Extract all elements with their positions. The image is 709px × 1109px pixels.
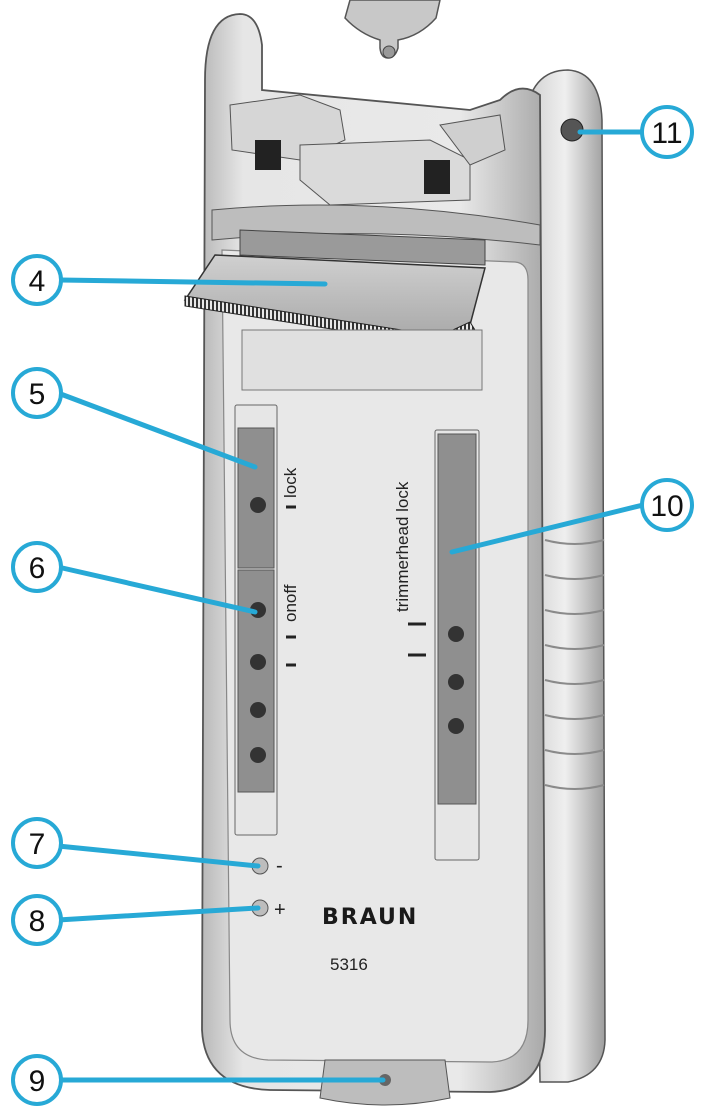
left-switch-track bbox=[234, 404, 296, 836]
trimmer-mechanism bbox=[211, 94, 541, 246]
svg-text:8: 8 bbox=[29, 905, 46, 938]
switch-dot bbox=[448, 626, 464, 642]
callout-8: 8 bbox=[11, 894, 63, 946]
callout-6: 6 bbox=[11, 541, 63, 593]
switch-dot bbox=[448, 674, 464, 690]
svg-text:9: 9 bbox=[29, 1065, 46, 1098]
callout-9: 9 bbox=[11, 1054, 63, 1106]
callout-7: 7 bbox=[11, 817, 63, 869]
callout-5: 5 bbox=[11, 367, 63, 419]
bottom-socket bbox=[319, 1059, 451, 1106]
right-switch-track bbox=[408, 429, 480, 861]
cutter-head-top bbox=[344, 0, 441, 59]
callout-4: 4 bbox=[11, 254, 63, 306]
svg-text:5: 5 bbox=[29, 378, 46, 411]
callout-lines bbox=[55, 129, 646, 1083]
switch-dot bbox=[250, 497, 266, 513]
svg-text:6: 6 bbox=[29, 552, 46, 585]
svg-text:7: 7 bbox=[29, 828, 46, 861]
side-grip bbox=[524, 69, 606, 1083]
brand-logo: BRAUN bbox=[322, 905, 418, 930]
svg-text:4: 4 bbox=[29, 265, 46, 298]
lock-label: lock bbox=[281, 467, 300, 498]
svg-text:11: 11 bbox=[651, 117, 682, 150]
model-number: 5316 bbox=[330, 955, 368, 974]
switch-dot bbox=[250, 702, 266, 718]
trimmerhead-lock-label: trimmerhead lock bbox=[393, 481, 412, 612]
switch-dot bbox=[250, 747, 266, 763]
callout-11: 11 bbox=[640, 105, 694, 159]
callout-10: 10 bbox=[640, 478, 694, 532]
onoff-label: onoff bbox=[281, 584, 300, 622]
switch-dot bbox=[250, 654, 266, 670]
switch-dot bbox=[448, 718, 464, 734]
plus-sign: + bbox=[274, 899, 286, 921]
minus-sign: - bbox=[276, 855, 283, 877]
svg-text:10: 10 bbox=[650, 490, 683, 523]
foil-frame bbox=[183, 229, 486, 391]
trimmerhead-lock-slider[interactable] bbox=[437, 433, 477, 805]
